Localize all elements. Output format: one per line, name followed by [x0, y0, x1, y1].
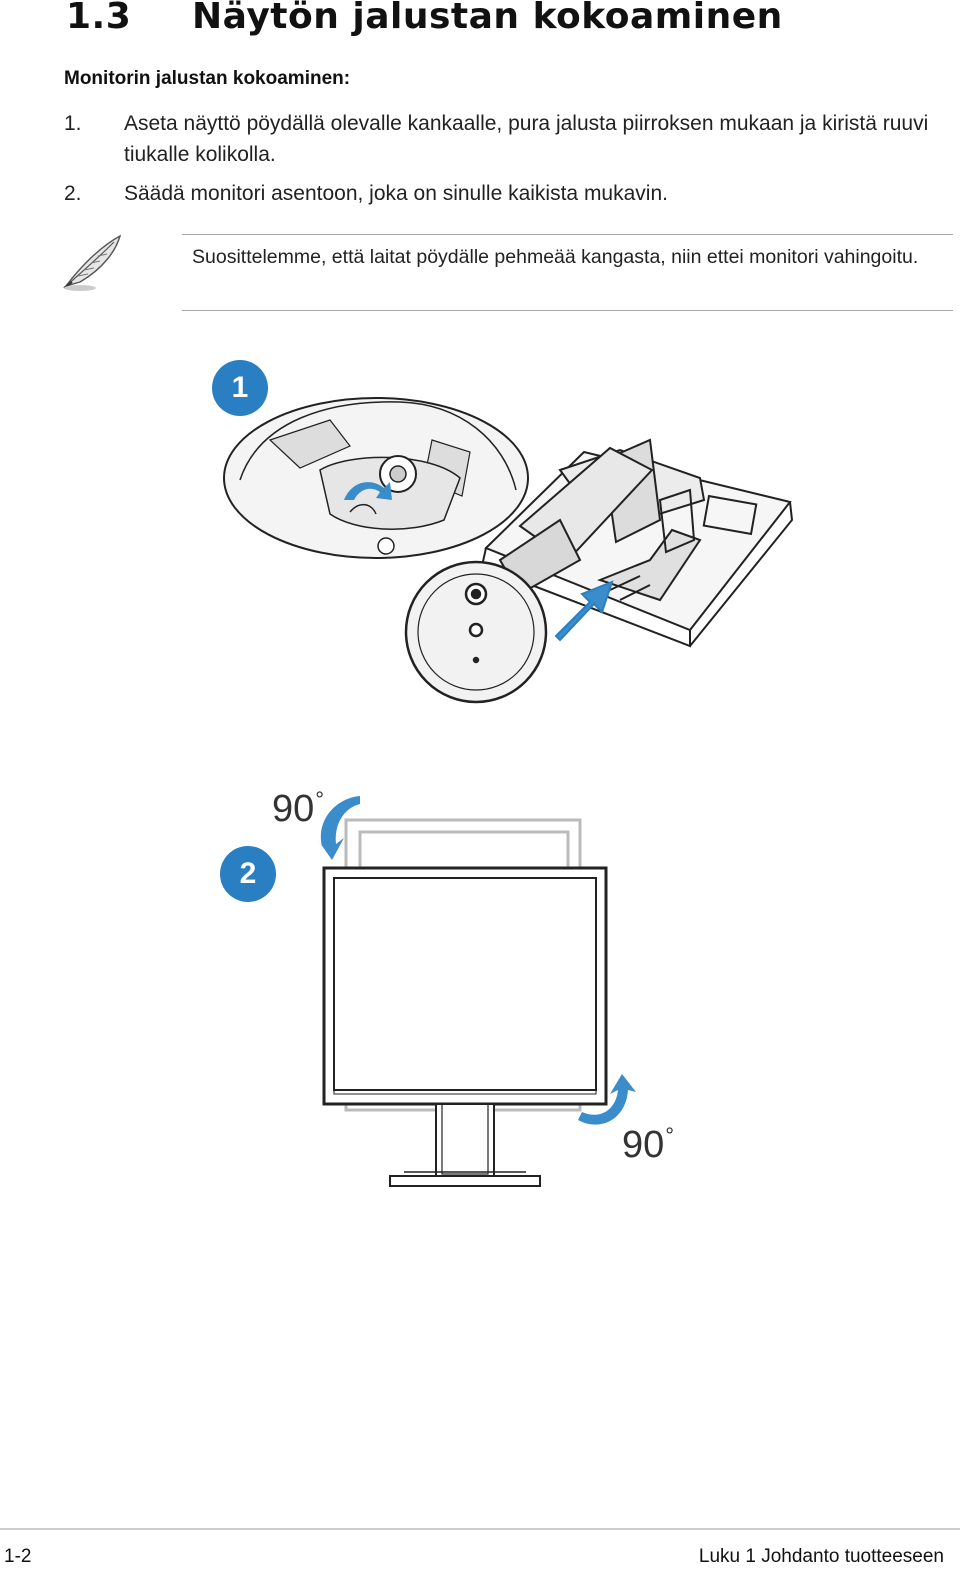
note-box: Suosittelemme, että laitat pöydälle pehm…: [182, 234, 953, 311]
monitor-front: [322, 866, 608, 1187]
rotation-angle-bottom: 90°: [622, 1123, 675, 1167]
steps-list: 1. Aseta näyttö pöydällä olevalle kankaa…: [64, 108, 944, 217]
footer-divider: [0, 1528, 960, 1530]
stand-base: [404, 560, 548, 704]
note-text: Suosittelemme, että laitat pöydälle pehm…: [192, 246, 919, 268]
degree-symbol: °: [315, 787, 325, 812]
step-text: Säädä monitori asentoon, joka on sinulle…: [124, 182, 668, 205]
step-badge-1: 1: [212, 360, 268, 416]
rotate-arrow-bottom-icon: [578, 1074, 636, 1125]
section-title: 1.3 Näytön jalustan kokoaminen: [66, 0, 783, 37]
step-badge-2: 2: [220, 846, 276, 902]
pen-feather-icon: [58, 230, 128, 296]
step-2: 2. Säädä monitori asentoon, joka on sinu…: [64, 178, 944, 209]
step-number: 1.: [64, 112, 82, 135]
section-number: 1.3: [66, 0, 132, 37]
rotate-screw-arrow-icon: [344, 482, 392, 500]
page-number: 1-2: [4, 1546, 32, 1567]
degree-symbol: °: [665, 1123, 675, 1148]
angle-value: 90: [622, 1124, 665, 1166]
step-text: Aseta näyttö pöydällä olevalle kankaalle…: [124, 112, 929, 166]
section-title-text: Näytön jalustan kokoaminen: [192, 0, 783, 37]
chapter-title: Luku 1 Johdanto tuotteeseen: [698, 1546, 944, 1567]
step-1: 1. Aseta näyttö pöydällä olevalle kankaa…: [64, 108, 944, 170]
angle-value: 90: [272, 788, 315, 830]
rotation-angle-top: 90°: [272, 787, 325, 831]
insert-arrow-icon: [554, 580, 614, 642]
step-number: 2.: [64, 182, 82, 205]
subheading: Monitorin jalustan kokoaminen:: [64, 68, 351, 89]
rotate-arrow-top-icon: [318, 796, 360, 860]
